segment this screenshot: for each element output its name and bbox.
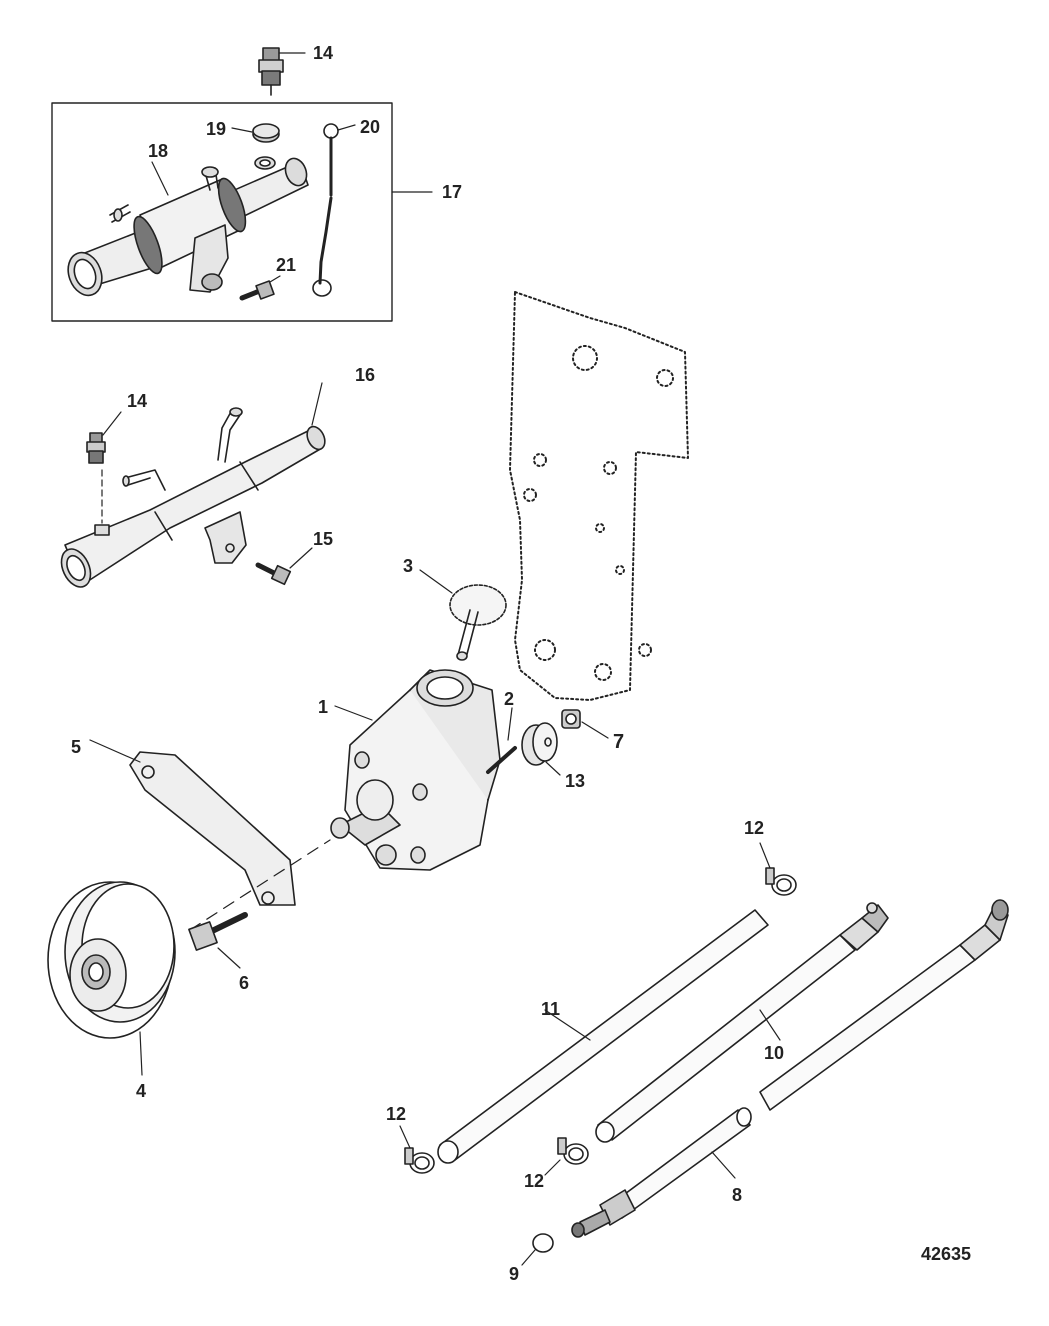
part-18-cooler xyxy=(67,156,309,297)
engine-bracket-outline xyxy=(509,291,689,701)
part-16-cooler xyxy=(60,382,326,588)
callout-13: 13 xyxy=(565,771,586,791)
callout-19: 19 xyxy=(206,119,227,139)
part-12-clamp-b xyxy=(399,1125,435,1174)
part-19-washer xyxy=(231,123,280,143)
callout-14-mid: 14 xyxy=(127,391,148,411)
part-14-sensor-mid xyxy=(86,411,122,464)
callout-17: 17 xyxy=(442,182,463,202)
part-1-pump xyxy=(330,669,501,871)
callout-16: 16 xyxy=(355,365,376,385)
callout-1: 1 xyxy=(318,697,329,717)
part-14-sensor-top xyxy=(258,47,306,96)
part-6-bolt xyxy=(188,912,248,969)
kit-box-17 xyxy=(51,102,433,322)
part-9-oring xyxy=(521,1233,554,1266)
figure-id: 42635 xyxy=(921,1244,972,1264)
callout-3: 3 xyxy=(403,556,414,576)
part-12-clamp-c xyxy=(544,1137,589,1176)
callout-21: 21 xyxy=(276,255,297,275)
part-5-bracket xyxy=(89,739,331,931)
callout-12-left: 12 xyxy=(386,1104,407,1124)
callout-12-top: 12 xyxy=(744,818,765,838)
part-10-hose xyxy=(595,902,889,1143)
callout-8: 8 xyxy=(732,1185,743,1205)
part-3-cap xyxy=(419,569,507,661)
callout-20: 20 xyxy=(360,117,381,137)
part-7-nut xyxy=(561,709,609,739)
callout-10: 10 xyxy=(764,1043,785,1063)
callout-6: 6 xyxy=(239,973,250,993)
callout-12-mid: 12 xyxy=(524,1171,545,1191)
callout-4: 4 xyxy=(136,1081,147,1101)
part-2-stud xyxy=(486,707,517,774)
part-15-bolt xyxy=(255,547,313,586)
callout-5: 5 xyxy=(71,737,82,757)
callout-11: 11 xyxy=(541,999,561,1019)
part-20-wire xyxy=(312,123,356,297)
callout-14-top: 14 xyxy=(313,43,334,63)
callout-2: 2 xyxy=(504,689,515,709)
callout-18: 18 xyxy=(148,141,169,161)
callout-9: 9 xyxy=(509,1264,520,1284)
part-11-hose xyxy=(437,909,769,1164)
part-21-bolt xyxy=(239,275,281,301)
callout-7: 7 xyxy=(613,731,625,753)
part-8-hose xyxy=(571,899,1009,1238)
part-4-pulley xyxy=(47,881,176,1076)
part-12-clamp-a xyxy=(759,842,797,896)
callout-15: 15 xyxy=(313,529,334,549)
part-13-spacer xyxy=(521,722,561,776)
